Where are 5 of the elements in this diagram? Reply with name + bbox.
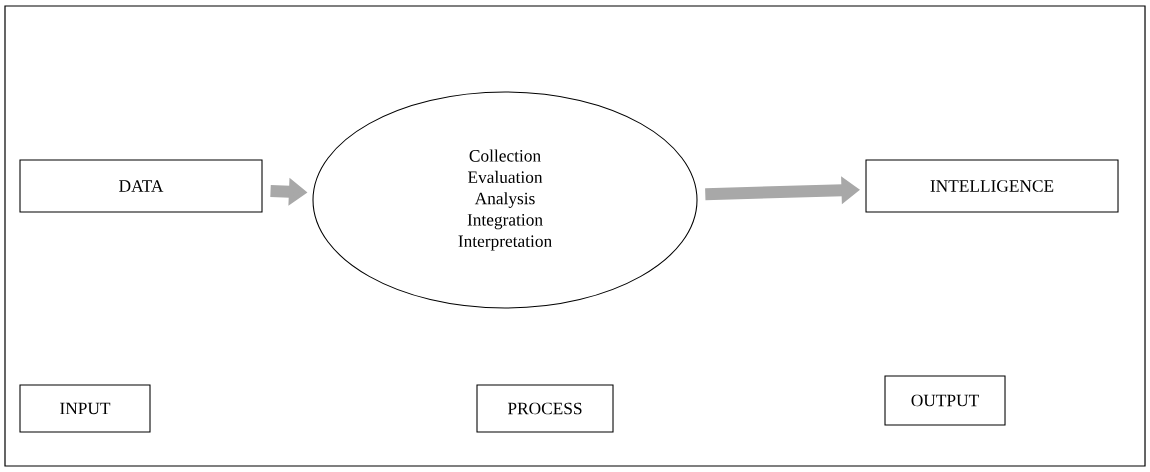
process-box: OUTPUT (884, 375, 1006, 426)
process-box: INPUT (19, 384, 151, 433)
process-box: PROCESS (476, 384, 614, 433)
process-box: DATA (19, 159, 263, 213)
process-box: INTELLIGENCE (865, 159, 1119, 213)
